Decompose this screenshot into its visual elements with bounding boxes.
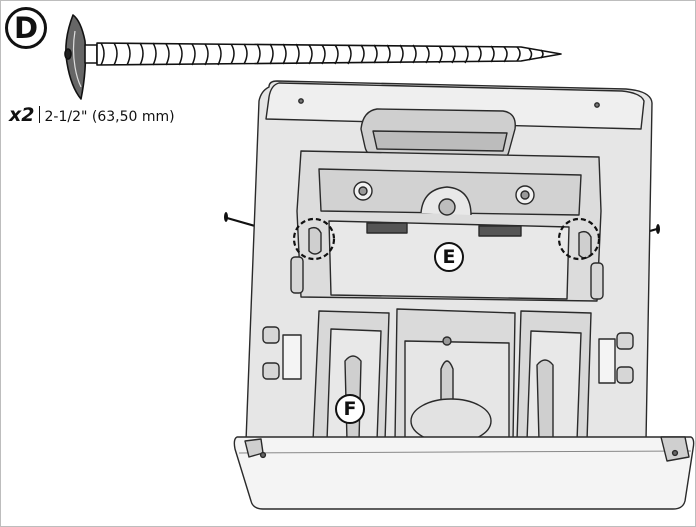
screw-location-markers	[292, 217, 601, 261]
right-screw-location-marker	[557, 217, 601, 261]
step-badge: D	[5, 7, 47, 49]
left-screw-location-marker	[292, 217, 336, 261]
fastener-size: 2-1/2" (63,50 mm)	[44, 109, 175, 125]
fastener-quantity: x2	[9, 104, 35, 126]
wood-screw-icon	[64, 14, 562, 100]
spec-divider	[39, 106, 41, 123]
fastener-spec: x2 2-1/2" (63,50 mm)	[9, 104, 175, 126]
callout-f: F	[335, 394, 365, 424]
drawer-housing-drawing	[233, 80, 695, 510]
callout-e: E	[434, 242, 464, 272]
